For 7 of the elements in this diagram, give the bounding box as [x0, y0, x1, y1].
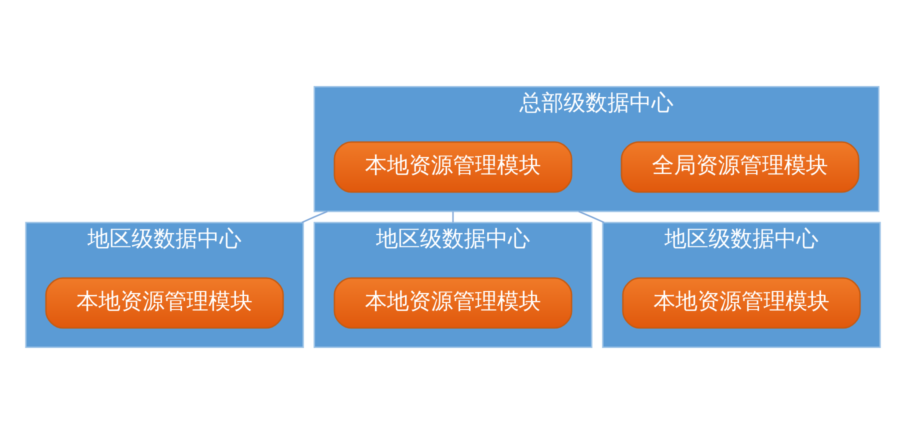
node-box: 本地资源管理模块: [334, 276, 572, 328]
node-box: 本地资源管理模块: [334, 140, 572, 192]
node-box: 本地资源管理模块: [622, 276, 861, 328]
connector: [452, 210, 454, 222]
node-box: 全局资源管理模块: [620, 140, 860, 192]
node-box: 本地资源管理模块: [45, 276, 284, 328]
connector: [578, 210, 604, 223]
